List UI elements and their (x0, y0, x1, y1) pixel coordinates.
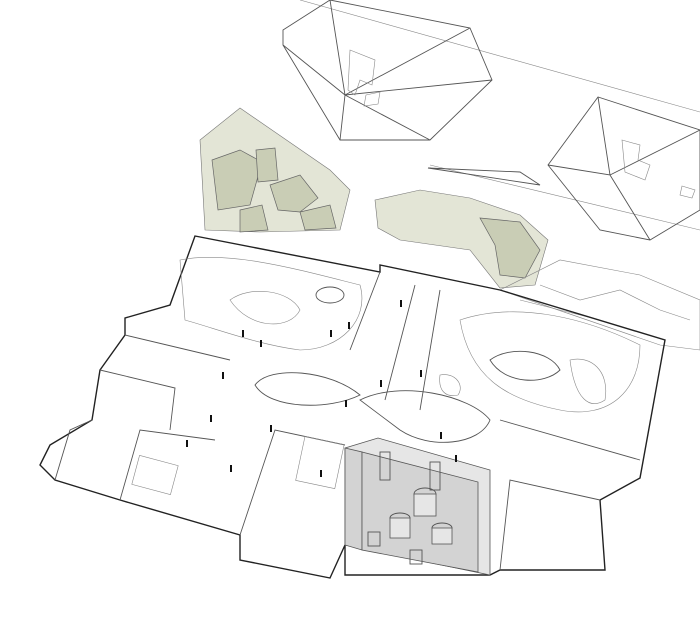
landscape-contours (179, 257, 641, 443)
roof-outline (299, 0, 700, 113)
roof-volume-left (282, 0, 493, 141)
roof-blade (427, 167, 541, 186)
people-figures (186, 300, 457, 477)
landscape-island-middle (374, 189, 549, 289)
roof-outline-lower (429, 164, 700, 231)
roof-volume-right (547, 96, 700, 241)
landscape-island-left (199, 107, 351, 233)
lobby-volume (344, 437, 491, 576)
main-floor-plate (39, 235, 666, 579)
